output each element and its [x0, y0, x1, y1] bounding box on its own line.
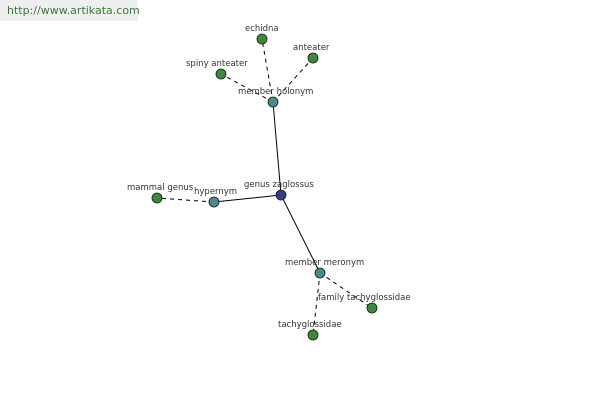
genus-zaglossus-label[interactable]: genus zaglossus: [244, 180, 314, 190]
watermark-url[interactable]: http://www.artikata.com: [7, 4, 140, 17]
edge-hypernym-mammal-genus: [156, 197, 215, 203]
tachyglossidae-node[interactable]: [307, 329, 319, 341]
spiny-anteater-label[interactable]: spiny anteater: [186, 59, 248, 69]
edge-genus-zaglossus-member-holonym: [272, 101, 282, 196]
mammal-genus-node[interactable]: [151, 192, 163, 204]
hypernym-node[interactable]: [208, 196, 220, 208]
anteater-label[interactable]: anteater: [293, 43, 330, 53]
spiny-anteater-node[interactable]: [215, 68, 227, 80]
echidna-node[interactable]: [256, 33, 268, 45]
edge-member-holonym-echidna: [261, 38, 274, 103]
edge-genus-zaglossus-hypernym: [213, 194, 282, 203]
edge-member-meronym-family-tachyglossidae: [319, 272, 373, 309]
graph-labels: genus zaglossus member holonym hypernym mem…: [127, 24, 411, 330]
edge-member-holonym-spiny-anteater: [220, 73, 274, 103]
family-tachyglossidae-label[interactable]: family tachyglossidae: [318, 293, 411, 303]
echidna-label[interactable]: echidna: [245, 24, 279, 34]
member-holonym-label[interactable]: member holonym: [238, 87, 313, 97]
member-meronym-label[interactable]: member meronym: [285, 258, 364, 268]
anteater-node[interactable]: [307, 52, 319, 64]
edge-genus-zaglossus-member-meronym: [280, 194, 321, 274]
member-meronym-node[interactable]: [314, 267, 326, 279]
hypernym-label[interactable]: hypernym: [194, 187, 237, 197]
edge-member-meronym-tachyglossidae: [312, 272, 321, 336]
watermark-banner: http://www.artikata.com: [0, 0, 140, 21]
edge-member-holonym-anteater: [272, 57, 314, 103]
tachyglossidae-label[interactable]: tachyglossidae: [278, 320, 342, 330]
graph-nodes: [151, 33, 378, 341]
family-tachyglossidae-node[interactable]: [366, 302, 378, 314]
member-holonym-node[interactable]: [267, 96, 279, 108]
genus-zaglossus-node[interactable]: [275, 189, 287, 201]
mammal-genus-label[interactable]: mammal genus: [127, 183, 194, 193]
graph-edges: [156, 38, 373, 336]
